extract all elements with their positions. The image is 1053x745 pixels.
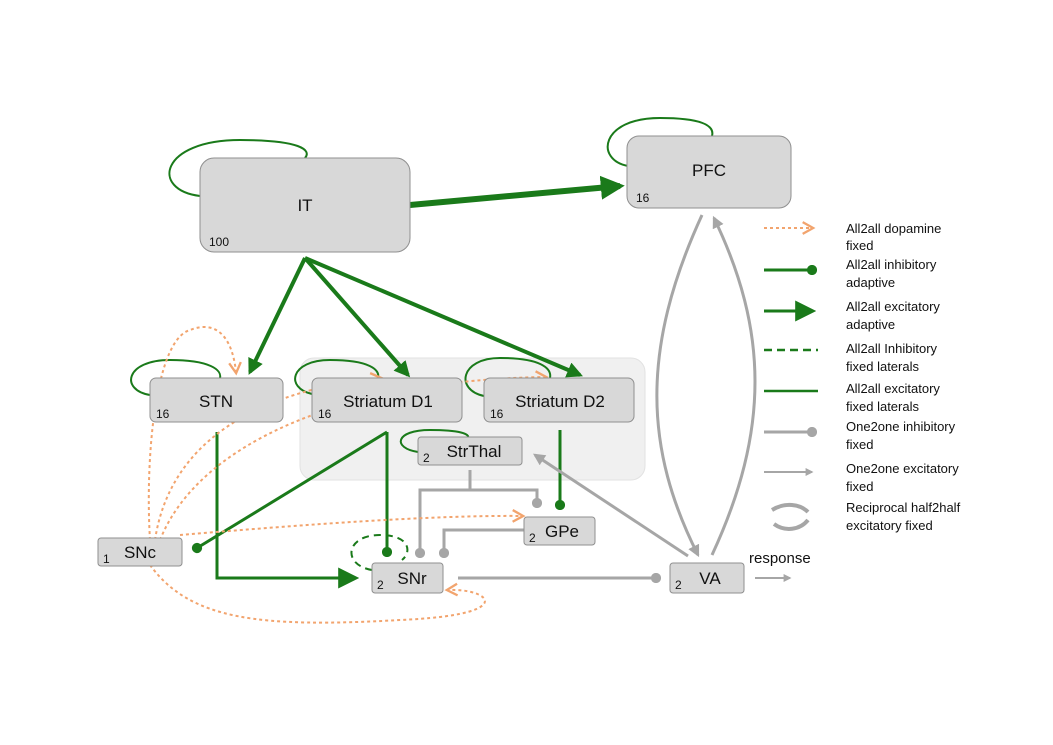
node-it: IT 100 [199, 157, 411, 253]
node-snc-label: SNc [124, 543, 157, 562]
snc-to-stn-dopamine [147, 325, 236, 541]
node-it-label: IT [297, 196, 312, 215]
gpe-to-snr-edge [438, 528, 524, 559]
legend-8-line2: excitatory fixed [846, 518, 933, 533]
pfc-self-loop [606, 116, 714, 167]
node-snr-label: SNr [397, 569, 427, 588]
node-va-label: VA [699, 569, 721, 588]
node-striatum-d2: Striatum D2 16 [483, 377, 635, 423]
legend-7-line2: fixed [846, 479, 873, 494]
node-strthal: StrThal 2 [417, 436, 523, 466]
legend-reciprocal-icon [770, 503, 810, 531]
it-to-stn-edge [248, 257, 307, 375]
strthal-to-gpe-edge [414, 470, 472, 559]
legend-2-line1: All2all inhibitory [846, 257, 937, 272]
node-gpe-count: 2 [529, 531, 536, 545]
node-pfc-count: 16 [636, 191, 650, 205]
it-to-d2-edge [304, 256, 583, 378]
va-to-strthal-edge [532, 453, 689, 558]
legend-7-line1: One2one excitatory [846, 461, 959, 476]
legend-3-line1: All2all excitatory [846, 299, 940, 314]
va-to-pfc-edge [710, 215, 757, 556]
legend-6-line1: One2one inhibitory [846, 419, 956, 434]
response-label: response [749, 550, 811, 567]
node-va-count: 2 [675, 578, 682, 592]
legend: All2all dopamine fixed All2all inhibitor… [764, 221, 961, 533]
strthal-to-gpe-branch [470, 488, 543, 509]
snr-lateral-loop [350, 533, 409, 571]
d1-to-snc-edge [191, 430, 388, 554]
node-striatum-d2-count: 16 [490, 407, 504, 421]
legend-1-line2: fixed [846, 238, 873, 253]
node-pfc-label: PFC [692, 161, 726, 180]
node-pfc: PFC 16 [626, 135, 792, 209]
legend-8-line1: Reciprocal half2half [846, 500, 961, 515]
legend-5-line1: All2all excitatory [846, 381, 940, 396]
legend-1-line1: All2all dopamine [846, 221, 941, 236]
node-va: VA 2 [669, 562, 745, 594]
node-gpe: GPe 2 [523, 516, 596, 546]
it-to-pfc-edge [409, 175, 625, 208]
node-striatum-d1-count: 16 [318, 407, 332, 421]
d2-self-loop [464, 356, 552, 397]
it-to-d1-edge [303, 256, 411, 378]
node-striatum-d1-label: Striatum D1 [343, 392, 433, 411]
node-it-count: 100 [209, 235, 229, 249]
snc-to-d2-dopamine [159, 377, 545, 541]
stn-to-snr-edge [215, 432, 360, 589]
legend-2-line2: adaptive [846, 275, 895, 290]
node-snr: SNr 2 [371, 562, 444, 594]
d1-self-loop [294, 358, 380, 395]
node-snc: SNc 1 [97, 537, 183, 567]
node-stn-label: STN [199, 392, 233, 411]
legend-3-line2: adaptive [846, 317, 895, 332]
node-gpe-label: GPe [545, 522, 579, 541]
legend-5-line2: fixed laterals [846, 399, 919, 414]
legend-4-line1: All2all Inhibitory [846, 341, 938, 356]
node-stn-count: 16 [156, 407, 170, 421]
node-snr-count: 2 [377, 578, 384, 592]
node-striatum-d2-label: Striatum D2 [515, 392, 605, 411]
legend-6-line2: fixed [846, 437, 873, 452]
it-self-loop [168, 138, 308, 197]
strthal-self-loop [399, 428, 470, 453]
node-striatum-d1: Striatum D1 16 [311, 377, 463, 423]
stn-self-loop [130, 358, 222, 396]
snc-to-gpe-dopamine [179, 516, 522, 536]
node-snc-count: 1 [103, 552, 110, 566]
node-strthal-label: StrThal [447, 442, 502, 461]
snc-to-snr-dopamine [149, 564, 486, 624]
node-strthal-count: 2 [423, 451, 430, 465]
node-stn: STN 16 [149, 377, 284, 423]
legend-4-line2: fixed laterals [846, 359, 919, 374]
pfc-to-va-edge [655, 214, 704, 558]
